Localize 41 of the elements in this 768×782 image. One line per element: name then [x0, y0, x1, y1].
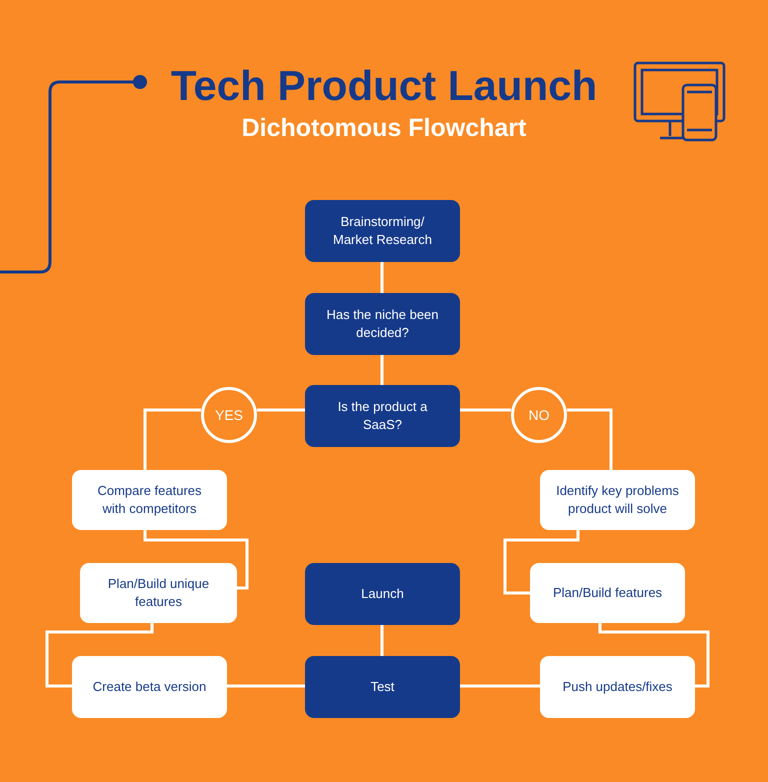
- node-label: Test: [370, 678, 394, 696]
- node-label: Is the product a SaaS?: [336, 398, 428, 434]
- answer-circle: [511, 387, 567, 443]
- node-label: Plan/Build unique features: [106, 575, 210, 611]
- node-label: Has the niche been decided?: [325, 306, 440, 342]
- connector-line: [380, 262, 384, 293]
- step-box: [530, 563, 685, 623]
- process-box: [305, 563, 460, 625]
- connector-line: [598, 623, 710, 688]
- connector-line: [46, 623, 154, 688]
- connector-line: [144, 408, 201, 470]
- connector-line: [460, 684, 540, 688]
- process-box: [305, 385, 460, 447]
- connector-line: [380, 355, 384, 385]
- node-label: Brainstorming/ Market Research: [332, 213, 433, 249]
- connector-line: [144, 530, 248, 590]
- node-label: YES: [214, 406, 243, 424]
- process-box: [305, 293, 460, 355]
- connector-line: [567, 408, 612, 470]
- connector-line: [257, 408, 305, 412]
- process-box: [305, 656, 460, 718]
- connector-line: [380, 625, 384, 656]
- node-label: Compare features with competitors: [96, 482, 203, 518]
- process-box: [305, 200, 460, 262]
- subtitle: Dichotomous Flowchart: [240, 114, 528, 143]
- connector-line: [227, 684, 305, 688]
- node-label: Plan/Build features: [552, 584, 662, 602]
- step-box: [540, 470, 695, 530]
- node-label: Identify key problems product will solve: [556, 482, 679, 518]
- step-box: [72, 470, 227, 530]
- connector-line: [460, 408, 511, 412]
- step-box: [72, 656, 227, 718]
- node-label: Push updates/fixes: [562, 678, 672, 696]
- node-label: NO: [528, 406, 550, 424]
- answer-circle: [201, 387, 257, 443]
- node-label: Create beta version: [92, 678, 206, 696]
- title: Tech Product Launch: [170, 62, 598, 110]
- step-box: [80, 563, 237, 623]
- step-box: [540, 656, 695, 718]
- connector-line: [504, 530, 580, 594]
- node-label: Launch: [361, 585, 404, 603]
